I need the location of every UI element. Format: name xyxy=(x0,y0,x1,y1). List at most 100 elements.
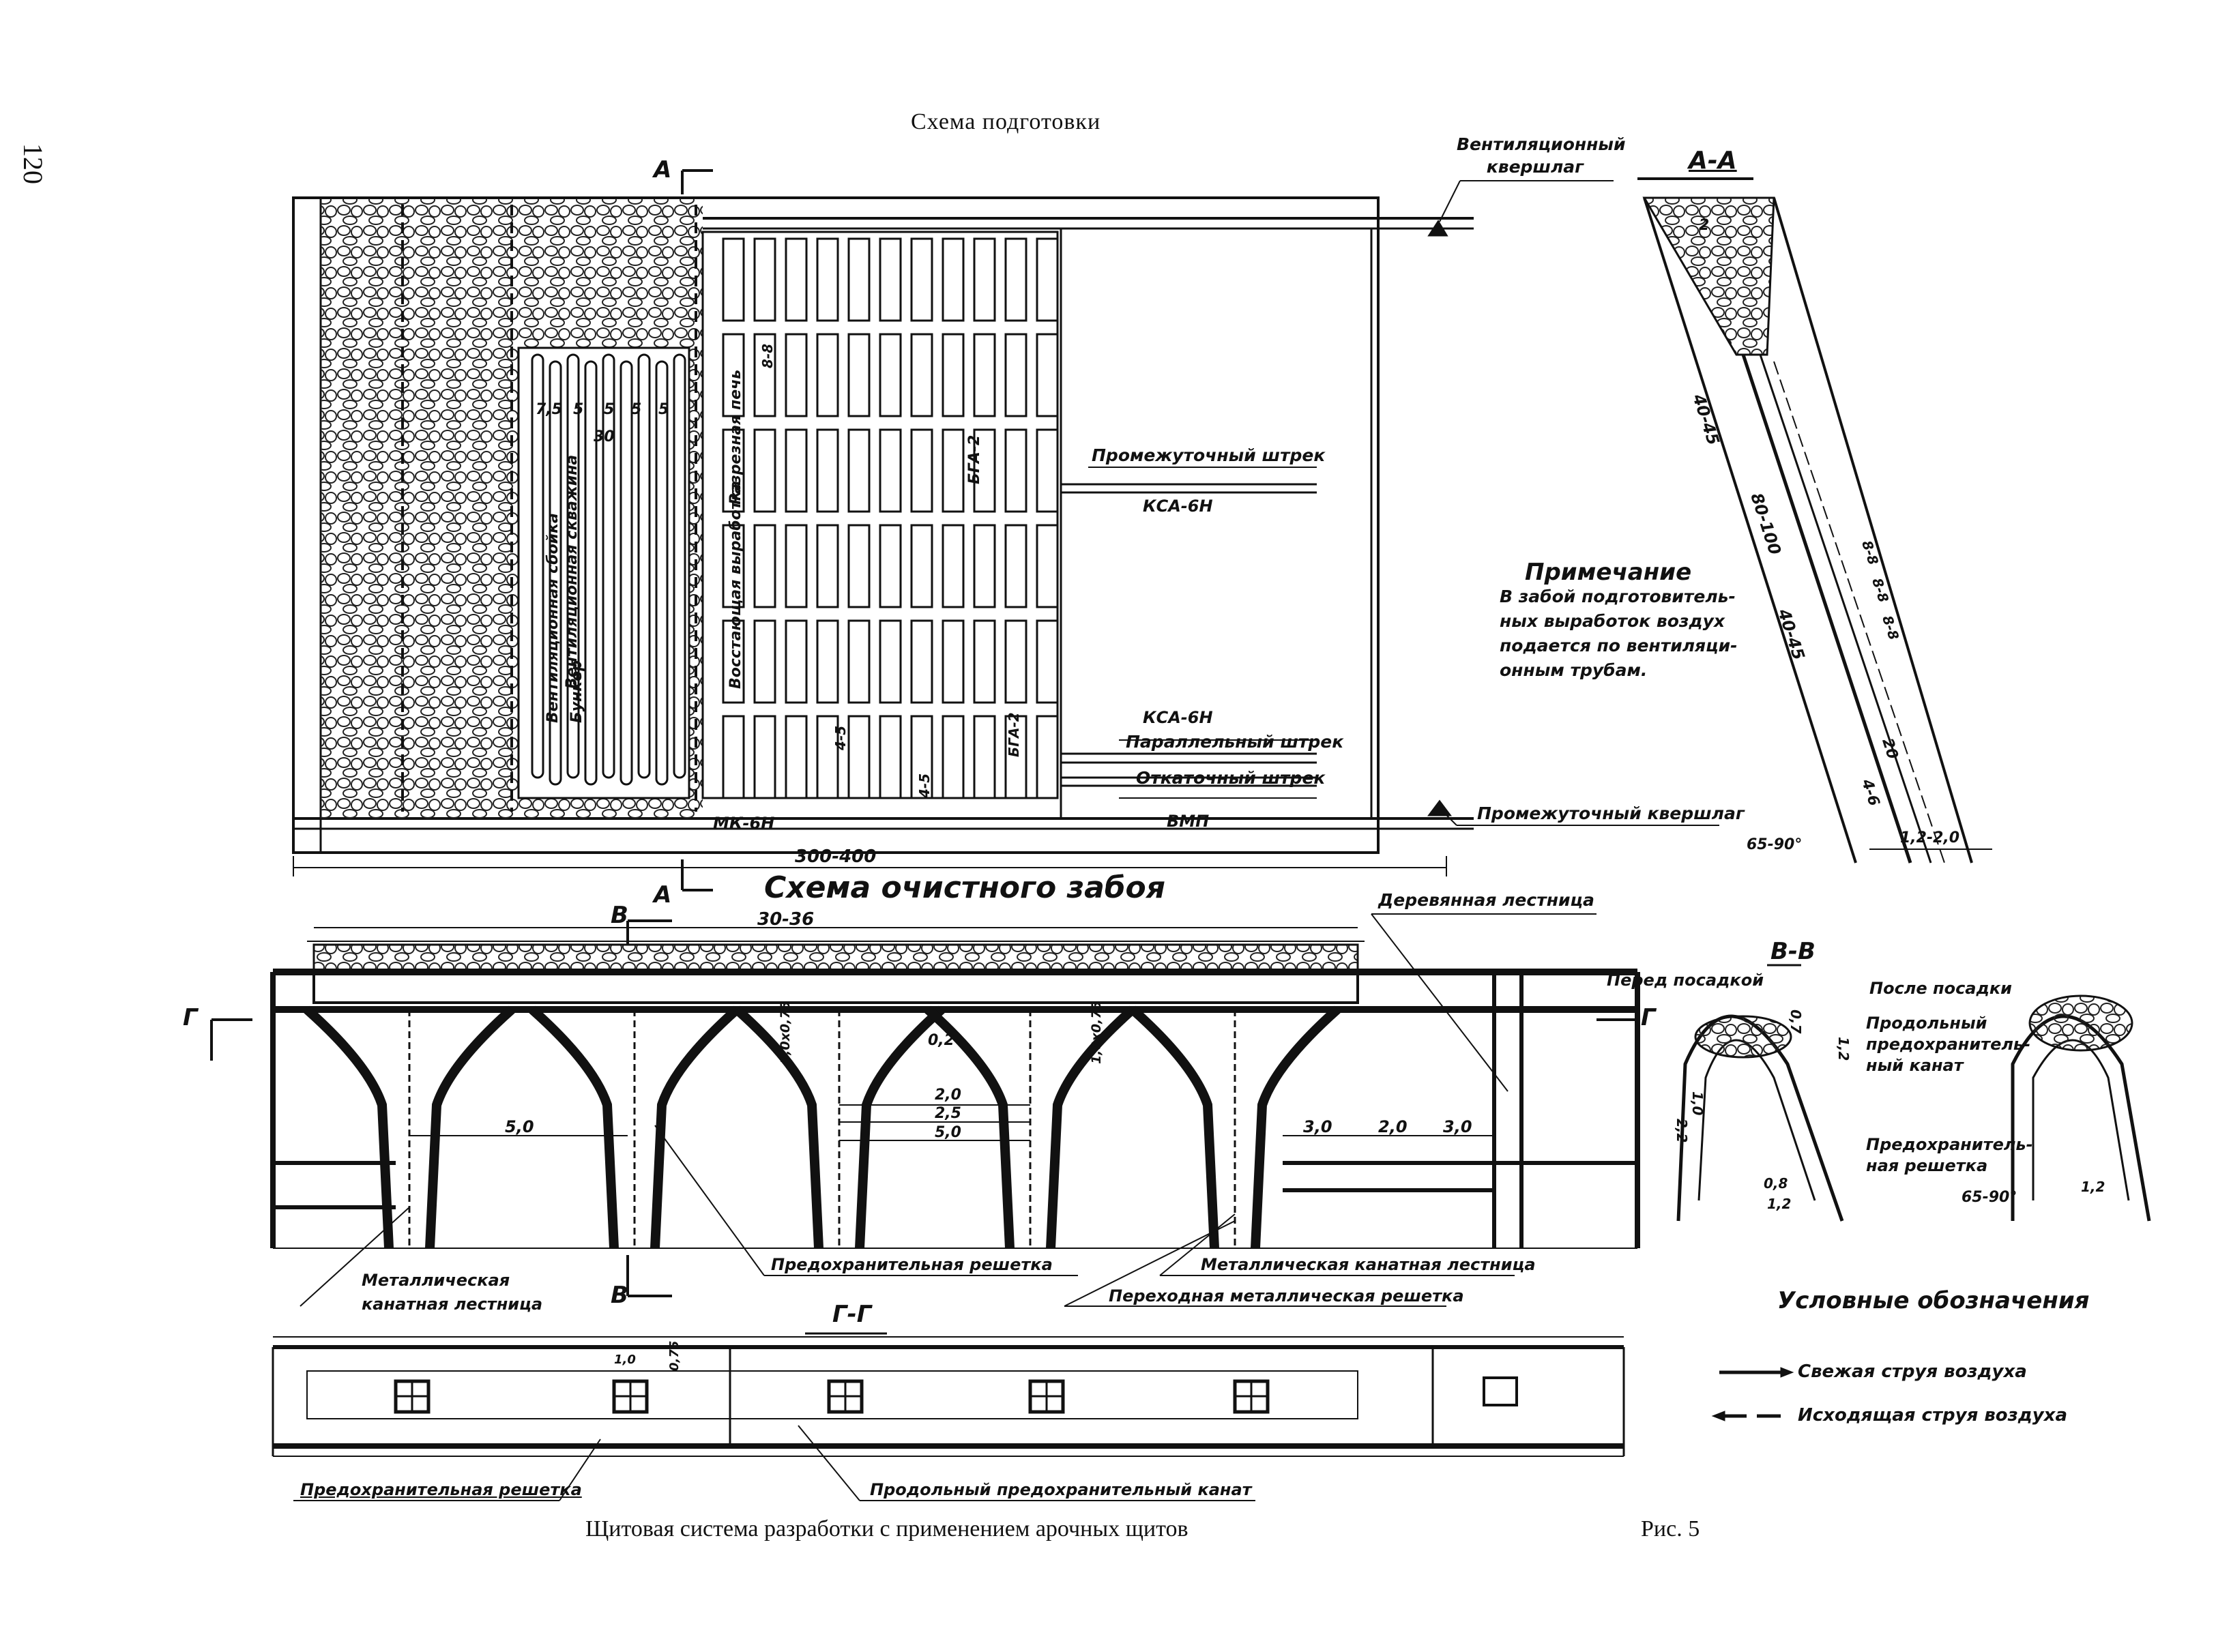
pillar xyxy=(847,428,871,513)
pillar xyxy=(1036,333,1059,417)
figure-number: Рис. 5 xyxy=(1641,1516,1700,1542)
pillar xyxy=(879,715,902,799)
pillar xyxy=(879,428,902,513)
arch-leg xyxy=(650,1005,740,1249)
legend-exhaust-air: Исходящая струя воздуха xyxy=(1798,1405,2068,1426)
face-dim-10-075-b: 1,0x0,75 xyxy=(1089,1001,1104,1064)
legend-fresh-air: Свежая струя воздуха xyxy=(1798,1361,2027,1382)
pillar xyxy=(785,619,808,704)
pillar xyxy=(1036,237,1059,322)
face-dim-30-36: 30-36 xyxy=(757,909,815,930)
note-title: Примечание xyxy=(1525,559,1692,586)
pillar xyxy=(847,619,871,704)
pillar xyxy=(973,428,996,513)
label-bga-2-bottom: БГА-2 xyxy=(1006,712,1022,757)
label-vent-raise: Вентиляционная сбойка xyxy=(544,513,562,723)
pillar xyxy=(1036,524,1059,608)
arch-leg xyxy=(924,1005,1015,1249)
bb-dim-12b: 1,2 xyxy=(1767,1196,1792,1212)
pillar-grid xyxy=(531,237,1059,799)
legend-title: Условные обозначения xyxy=(1777,1287,2090,1314)
label-dim-75: 7,5 xyxy=(536,401,562,418)
pillar xyxy=(1004,428,1027,513)
pillar xyxy=(942,619,965,704)
bb-angle: 65-90° xyxy=(1962,1189,2017,1206)
pillar xyxy=(549,360,562,786)
grate-icon xyxy=(612,1379,649,1414)
pillar xyxy=(785,715,808,799)
pillar xyxy=(847,524,871,608)
section-gg-title: Г-Г xyxy=(832,1301,872,1328)
face-dim-20: 2,0 xyxy=(935,1087,961,1104)
pillar xyxy=(722,237,745,322)
section-gg-drawing xyxy=(272,1332,1625,1501)
bb-safety-grate: Предохранитель-ная решетка xyxy=(1866,1135,2033,1176)
label-parallel-drift: Параллельный штрек xyxy=(1126,732,1344,752)
label-dim-5d: 5 xyxy=(658,401,669,418)
pillar xyxy=(816,428,839,513)
bb-dim-22: 2,2 xyxy=(1674,1119,1690,1143)
pillar xyxy=(942,428,965,513)
pillar xyxy=(910,524,933,608)
pillar xyxy=(879,619,902,704)
arch-leg xyxy=(425,1005,515,1249)
note-line-1: В забой подготовитель- xyxy=(1500,587,1736,606)
label-bga-2-top: БГА-2 xyxy=(966,434,983,484)
preparation-scheme xyxy=(292,169,1719,891)
cut-mark-a-bottom: А xyxy=(654,881,672,909)
label-vent-well: Вентиляционная скважина xyxy=(564,454,581,689)
pillar xyxy=(1036,715,1059,799)
bb-longitudinal-rope: Продольный предохранитель-ный канат xyxy=(1866,1014,2031,1076)
pillar xyxy=(910,237,933,322)
pillar xyxy=(910,333,933,417)
bb-dim-12: 1,2 xyxy=(1835,1037,1852,1061)
pillar xyxy=(531,353,544,779)
cut-mark-b-bottom: В xyxy=(611,1282,628,1309)
pillar xyxy=(847,715,871,799)
label-haulage-drift: Откаточный штрек xyxy=(1136,768,1326,788)
pillar xyxy=(655,360,669,786)
pillar xyxy=(879,524,902,608)
arch-leg xyxy=(855,1005,945,1249)
pillar xyxy=(942,333,965,417)
bb-dim-07: 0,7 xyxy=(1788,1009,1804,1034)
aa-dim-12-20: 1,2-2,0 xyxy=(1900,829,1960,846)
pillar xyxy=(973,333,996,417)
pillar xyxy=(910,428,933,513)
bb-after-settling: После посадки xyxy=(1869,979,2012,998)
note-line-4: онным трубам. xyxy=(1500,660,1648,680)
grate-icon xyxy=(1483,1376,1518,1406)
pillar xyxy=(722,715,745,799)
pillar xyxy=(879,237,902,322)
face-dim-30b: 3,0 xyxy=(1443,1117,1472,1136)
cut-mark-a-top: А xyxy=(654,156,672,183)
pillar xyxy=(637,353,651,779)
pillar xyxy=(816,619,839,704)
note-line-2: ных выработок воздух xyxy=(1500,611,1725,631)
gg-safety-grate: Предохранительная решетка xyxy=(300,1480,582,1499)
label-vmp: ВМП xyxy=(1167,812,1210,831)
face-metal-rope-ladder-right: Металлическая канатная лестница xyxy=(1201,1255,1536,1274)
cut-mark-g-left: Г xyxy=(183,1004,198,1031)
face-transition-grate: Переходная металлическая решетка xyxy=(1109,1286,1464,1306)
pillar xyxy=(816,333,839,417)
face-dim-30a: 3,0 xyxy=(1303,1117,1332,1136)
face-safety-grate: Предохранительная решетка xyxy=(771,1255,1053,1274)
pillar xyxy=(753,715,776,799)
face-dim-50-left: 5,0 xyxy=(505,1117,534,1136)
bb-dim-08: 0,8 xyxy=(1764,1175,1788,1192)
grate-icon xyxy=(1233,1379,1270,1414)
pillar xyxy=(673,353,686,779)
arch-leg xyxy=(304,1005,394,1249)
grate-icon xyxy=(1028,1379,1065,1414)
page-number: 120 xyxy=(18,143,48,184)
pillar xyxy=(973,237,996,322)
pillar xyxy=(785,333,808,417)
pillar xyxy=(753,619,776,704)
label-dim-4-5b: 4-5 xyxy=(916,773,933,798)
pillar xyxy=(619,360,633,786)
gg-dim-10: 1,0 xyxy=(614,1353,636,1367)
pillar xyxy=(753,333,776,417)
